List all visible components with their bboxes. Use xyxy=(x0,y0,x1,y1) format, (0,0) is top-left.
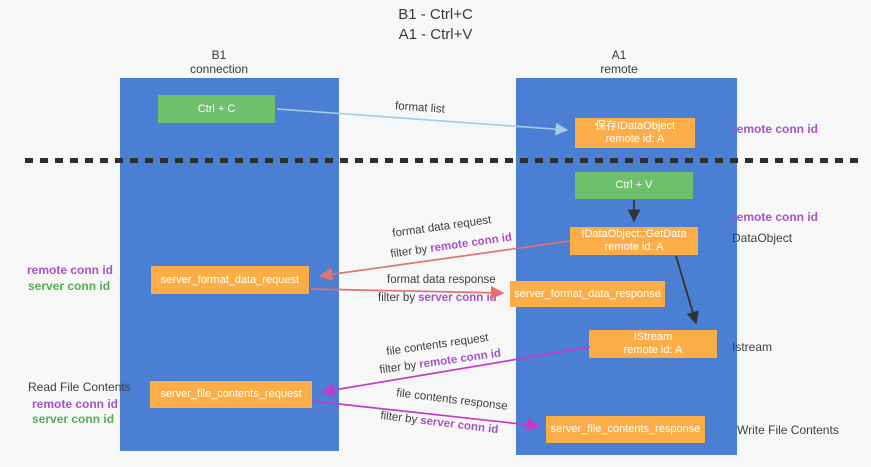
annotation-write-file-contents: Write File Contents xyxy=(737,423,839,437)
annotation-server-conn-id-left-1: server conn id xyxy=(28,279,111,293)
filter-by-text-1: filter by xyxy=(389,243,429,261)
lane-a1-subtitle: remote xyxy=(600,62,638,76)
node-server-format-data-request: server_format_data_request xyxy=(151,266,309,294)
edge-label-file-contents-response: file contents response xyxy=(396,387,509,413)
lane-header-b1: B1 connection xyxy=(159,48,279,76)
annotation-remote-conn-id-top-right: remote conn id xyxy=(732,122,819,136)
istream-line1: IStream xyxy=(633,331,673,343)
filter-by-text-3: filter by xyxy=(378,359,418,377)
node-istream: IStream remote id: A xyxy=(589,330,717,358)
lane-a1-name: A1 xyxy=(611,48,627,62)
server-file-contents-request-label: server_file_contents_request xyxy=(160,388,302,400)
getdata-line1: IDataObject::GetData xyxy=(581,228,687,240)
diagram-title: B1 - Ctrl+C A1 - Ctrl+V xyxy=(0,5,871,45)
annotation-remote-conn-id-mid-right: remote conn id xyxy=(732,210,819,224)
format-data-response-text: format data response xyxy=(387,274,496,286)
title-line-2: A1 - Ctrl+V xyxy=(398,26,473,43)
server-format-data-request-label: server_format_data_request xyxy=(160,273,300,286)
annotation-istream: Istream xyxy=(732,340,773,354)
file-contents-response-text: file contents response xyxy=(395,387,509,413)
getdata-line2: remote id: A xyxy=(604,241,664,253)
ctrl-c-label: Ctrl + C xyxy=(197,102,236,115)
node-ctrl-v: Ctrl + V xyxy=(575,172,693,199)
annotation-dataobject: DataObject xyxy=(732,231,793,245)
server-conn-id-text-1: server conn id xyxy=(418,292,497,304)
filter-by-text-4: filter by xyxy=(379,409,418,427)
node-save-idataobject: 保存IDataObject remote id: A xyxy=(575,118,695,148)
dashed-divider-line xyxy=(25,158,858,163)
lane-b1-name: B1 xyxy=(211,48,227,62)
remote-conn-id-text-1: remote conn id xyxy=(429,231,513,255)
server-format-data-response-label: server_format_data_response xyxy=(514,287,661,300)
server-conn-id-text-2: server conn id xyxy=(419,414,499,437)
annotation-remote-conn-id-left-2: remote conn id xyxy=(32,397,119,411)
lane-header-a1: A1 remote xyxy=(559,48,679,76)
node-server-file-contents-response: server_file_contents_response xyxy=(546,416,705,443)
server-file-contents-response-label: server_file_contents_response xyxy=(550,423,701,435)
node-server-file-contents-request: server_file_contents_request xyxy=(150,381,312,408)
lane-b1-subtitle: connection xyxy=(189,62,249,76)
save-idataobject-line1: 保存IDataObject xyxy=(594,120,676,132)
node-idataobject-getdata: IDataObject::GetData remote id: A xyxy=(570,227,698,255)
ctrl-v-label: Ctrl + V xyxy=(615,179,653,191)
title-line-1: B1 - Ctrl+C xyxy=(398,6,473,23)
annotation-remote-conn-id-left-1: remote conn id xyxy=(27,263,114,277)
node-ctrl-c: Ctrl + C xyxy=(158,95,275,123)
node-server-format-data-response: server_format_data_response xyxy=(510,281,665,307)
istream-line2: remote id: A xyxy=(623,344,683,356)
save-idataobject-line2: remote id: A xyxy=(605,133,665,145)
filter-by-text-2: filter by xyxy=(378,292,416,304)
format-list-text: format list xyxy=(394,100,446,116)
annotation-server-conn-id-left-2: server conn id xyxy=(32,412,115,426)
edge-label-format-data-response: format data response xyxy=(387,274,496,286)
edge-label-format-list: format list xyxy=(395,100,446,115)
annotation-read-file-contents: Read File Contents xyxy=(28,380,131,394)
